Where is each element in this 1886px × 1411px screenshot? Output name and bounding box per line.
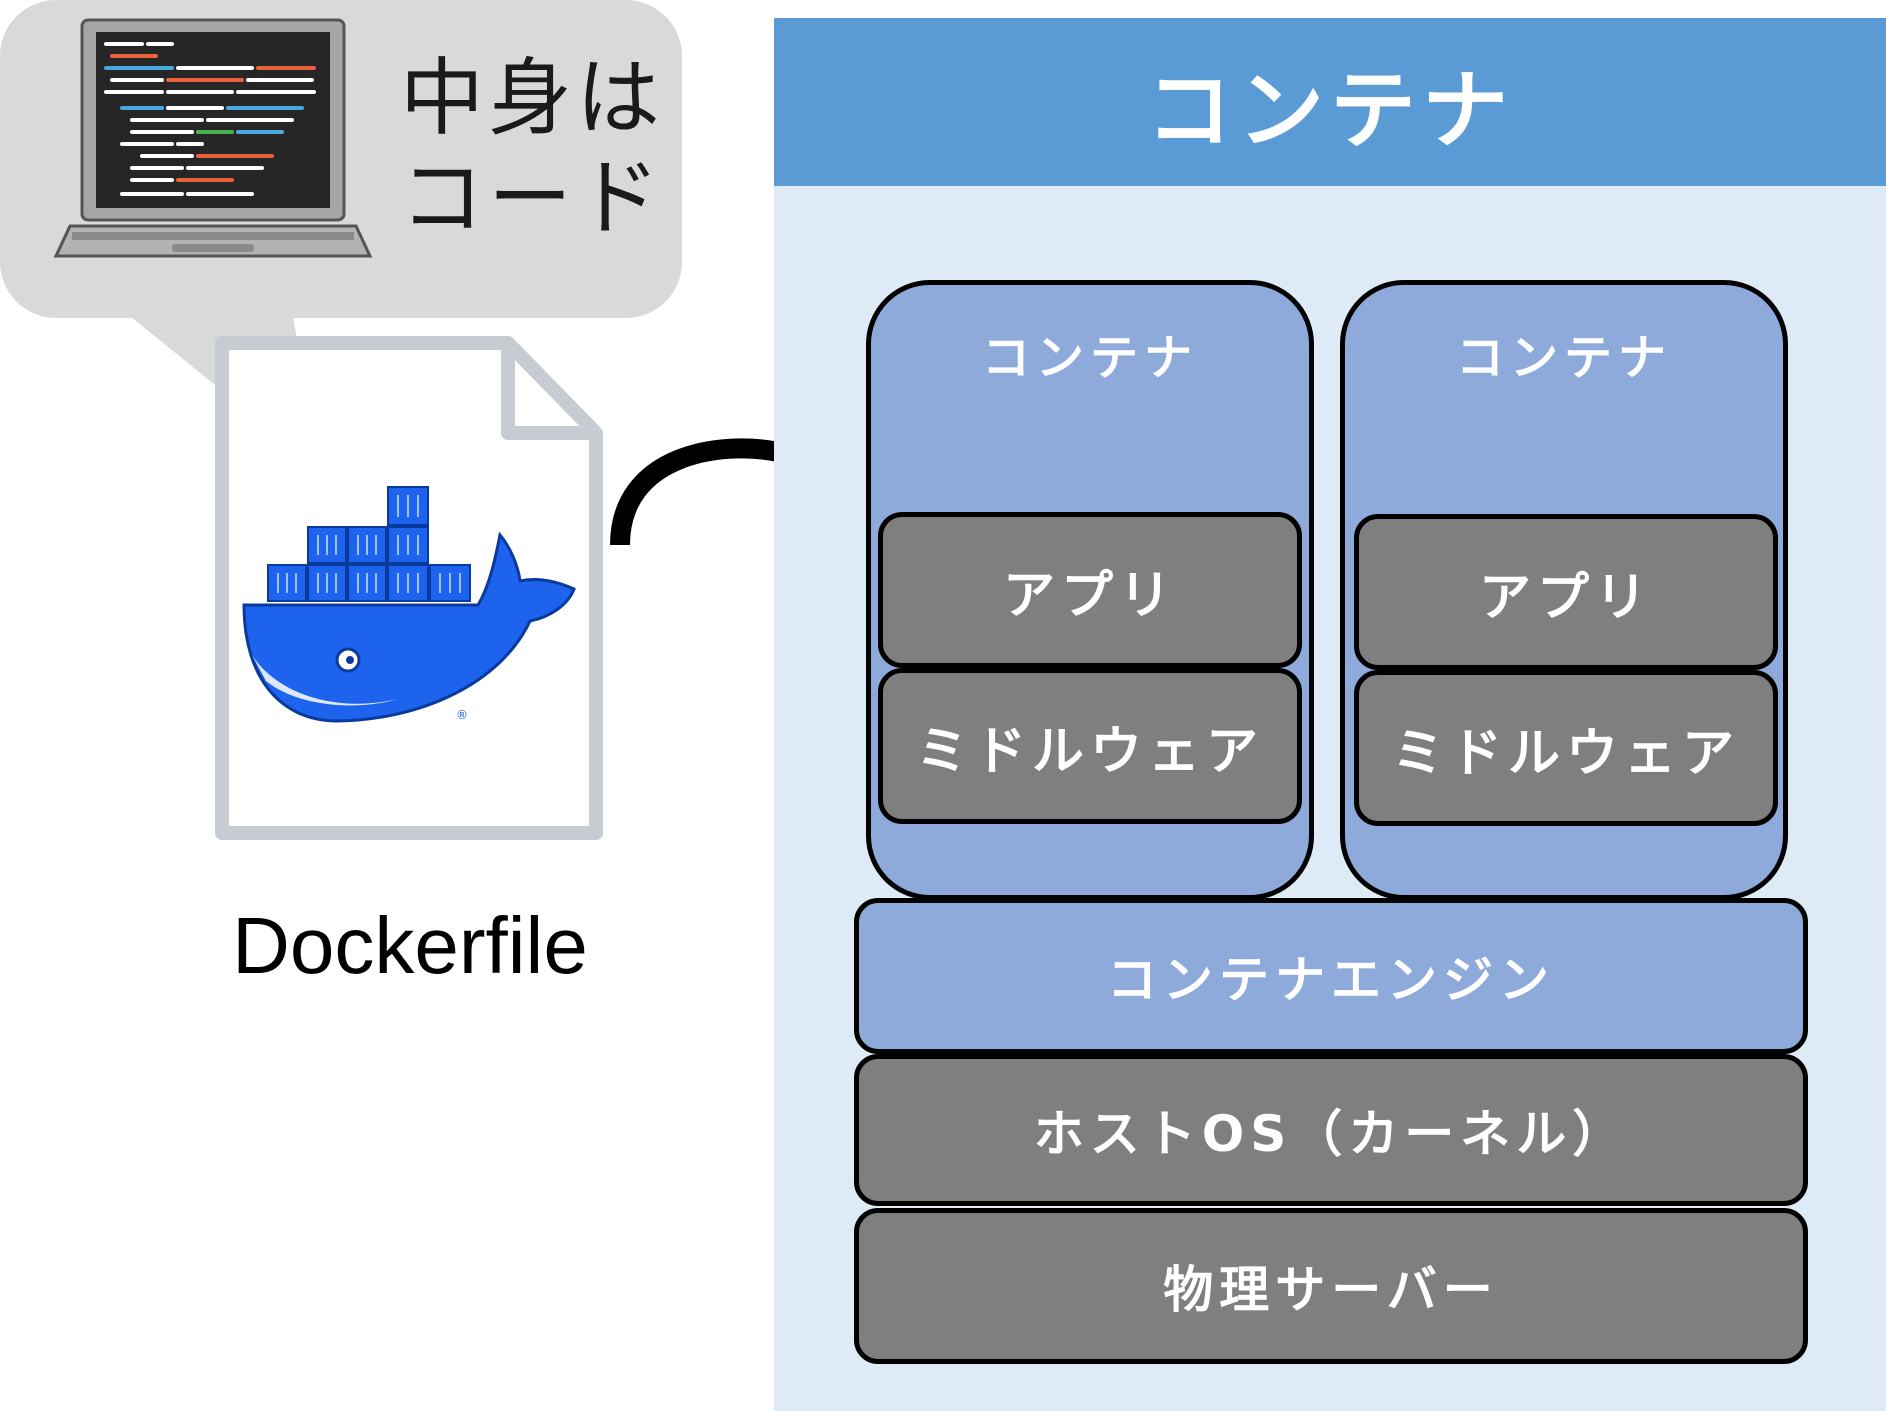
docker-whale-icon: ®: [242, 486, 576, 723]
middleware-layer-1: ミドルウェア: [878, 668, 1302, 824]
bubble-text: 中身は コード: [400, 48, 670, 248]
bubble-line-2: コード: [400, 149, 665, 247]
svg-text:®: ®: [456, 708, 468, 722]
dockerfile-label: Dockerfile: [232, 901, 588, 990]
middleware-layer-2: ミドルウェア: [1354, 670, 1778, 826]
physical-server-layer: 物理サーバー: [854, 1208, 1808, 1364]
panel-title: コンテナ: [774, 18, 1886, 186]
laptop-icon: [53, 18, 373, 258]
host-os-layer: ホストOS（カーネル）: [854, 1054, 1808, 1206]
container-title-2: コンテナ: [1455, 330, 1672, 386]
app-layer-2: アプリ: [1354, 514, 1778, 670]
app-layer-1: アプリ: [878, 512, 1302, 668]
bubble-line-1: 中身は: [400, 49, 665, 147]
container-engine-layer: コンテナエンジン: [854, 898, 1808, 1054]
container-title-1: コンテナ: [981, 330, 1198, 386]
